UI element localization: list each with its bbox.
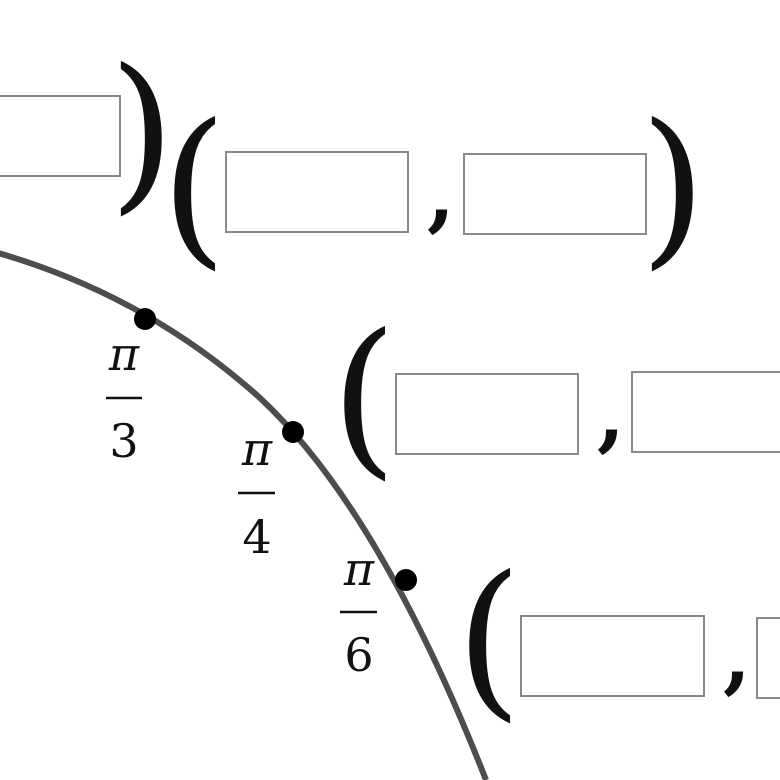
coordinate-group-pi-over-6: ( , (456, 540, 780, 738)
top-y-coordinate-input[interactable] (0, 95, 121, 177)
angle-label-pi-over-3: π 3 (106, 327, 142, 468)
comma: , (427, 147, 455, 241)
close-paren: ) (640, 88, 706, 286)
comma: , (723, 609, 751, 703)
open-paren: ( (161, 88, 227, 286)
angle-numerator: π (108, 327, 140, 381)
pi-over-3-y-coordinate-input[interactable] (463, 153, 647, 235)
point-pi-over-4 (282, 421, 304, 443)
pi-over-4-x-coordinate-input[interactable] (395, 373, 579, 455)
angle-label-pi-over-4: π 4 (238, 422, 275, 564)
angle-denominator: 4 (242, 510, 271, 564)
open-paren: ( (456, 540, 522, 738)
angle-numerator: π (241, 422, 273, 476)
open-paren: ( (331, 298, 397, 496)
pi-over-3-x-coordinate-input[interactable] (225, 151, 409, 233)
angle-numerator: π (343, 542, 375, 596)
pi-over-6-y-coordinate-input[interactable] (756, 617, 780, 699)
point-pi-over-3 (134, 308, 156, 330)
coordinate-group-top: ) (0, 33, 175, 231)
angle-denominator: 6 (344, 628, 373, 682)
angle-label-pi-over-6: π 6 (340, 542, 377, 682)
close-paren: ) (109, 33, 175, 231)
coordinate-group-pi-over-3: ( , ) (161, 88, 706, 286)
pi-over-6-x-coordinate-input[interactable] (520, 615, 705, 697)
coordinate-group-pi-over-4: ( , (331, 298, 780, 496)
unit-circle-arc (0, 250, 489, 780)
comma: , (597, 367, 625, 461)
point-pi-over-6 (395, 569, 417, 591)
pi-over-4-y-coordinate-input[interactable] (631, 371, 780, 453)
angle-denominator: 3 (109, 414, 138, 468)
